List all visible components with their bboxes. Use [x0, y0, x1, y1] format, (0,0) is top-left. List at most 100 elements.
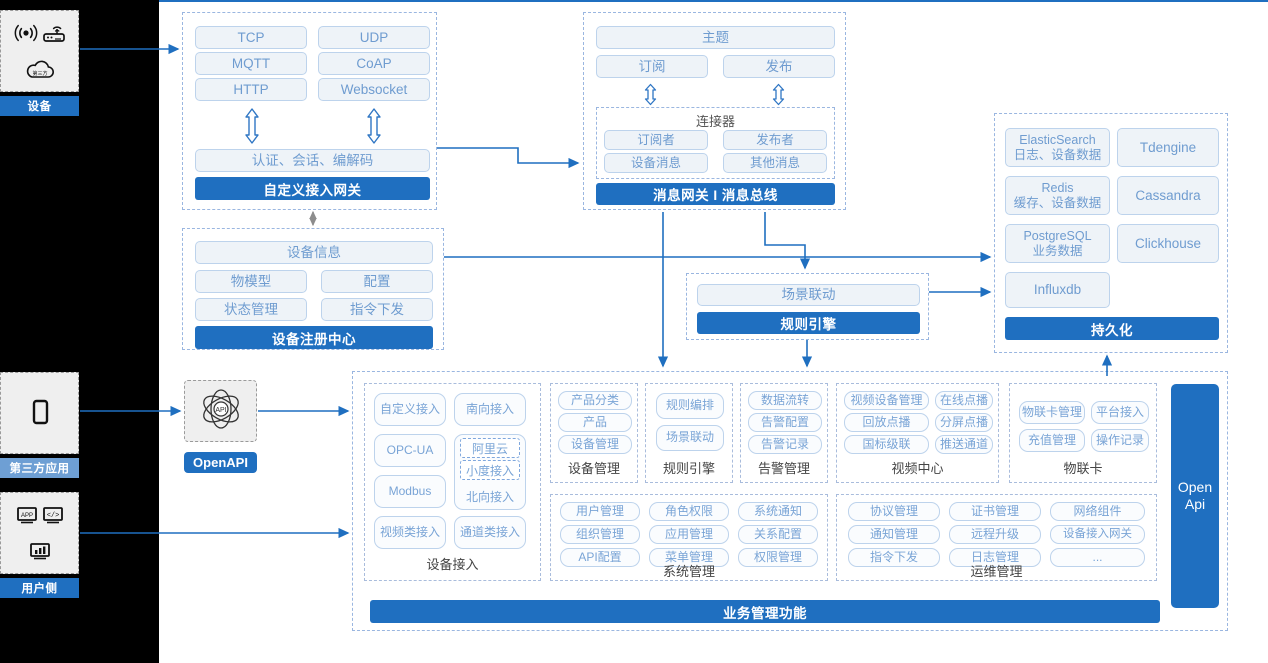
om-certificate-mgmt[interactable]: 证书管理	[949, 502, 1041, 521]
scene-linkage-pill[interactable]: 场景联动	[697, 284, 920, 306]
store-elasticsearch[interactable]: ElasticSearch 日志、设备数据	[1005, 128, 1110, 167]
business-management-bar[interactable]: 业务管理功能	[370, 600, 1160, 623]
store-desc: 缓存、设备数据	[1013, 195, 1102, 210]
rule-engine-bar[interactable]: 规则引擎	[697, 312, 920, 334]
access-opc-ua[interactable]: OPC-UA	[374, 434, 446, 467]
ic-card-management[interactable]: 物联卡管理	[1019, 401, 1085, 424]
rail-group-third-party: 第三方应用	[0, 372, 79, 478]
connector-other-msg[interactable]: 其他消息	[723, 153, 827, 173]
dm-product-category[interactable]: 产品分类	[558, 391, 632, 410]
openapi-icon-box: API	[184, 380, 257, 442]
access-channel[interactable]: 通道类接入	[454, 516, 526, 549]
router-icon	[41, 22, 67, 44]
vc-push-channel[interactable]: 推送通道	[935, 435, 993, 454]
openapi-vertical-line1: Open	[1177, 478, 1213, 495]
video-center-group: 视频设备管理 在线点播 回放点播 分屏点播 国标级联 推送通道 视频中心	[836, 383, 999, 483]
device-management-caption: 设备管理	[567, 461, 620, 476]
protocol-tcp[interactable]: TCP	[195, 26, 307, 49]
om-network-component[interactable]: 网络组件	[1050, 502, 1145, 521]
store-cassandra[interactable]: Cassandra	[1117, 176, 1219, 215]
store-postgresql[interactable]: PostgreSQL 业务数据	[1005, 224, 1110, 263]
device-access-group: 自定义接入 南向接入 OPC-UA 北向接入 阿里云 小度接入 Modbus 视…	[364, 383, 541, 581]
sm-relation-config[interactable]: 关系配置	[738, 525, 818, 544]
store-tdengine[interactable]: Tdengine	[1117, 128, 1219, 167]
rail-group-user-side: APP </> 用户侧	[0, 492, 79, 598]
dm-device-management[interactable]: 设备管理	[558, 435, 632, 454]
sm-system-notice[interactable]: 系统通知	[738, 502, 818, 521]
sm-menu-management[interactable]: 菜单管理	[649, 548, 729, 567]
device-info-pill[interactable]: 设备信息	[195, 241, 433, 264]
device-registry-bar[interactable]: 设备注册中心	[195, 326, 433, 349]
thing-model-pill[interactable]: 物模型	[195, 270, 307, 293]
vc-video-device-mgmt[interactable]: 视频设备管理	[844, 391, 929, 410]
om-device-access-gateway[interactable]: 设备接入网关	[1050, 525, 1145, 544]
topic-pill[interactable]: 主题	[596, 26, 835, 49]
protocol-coap[interactable]: CoAP	[318, 52, 430, 75]
state-management-pill[interactable]: 状态管理	[195, 298, 307, 321]
store-clickhouse[interactable]: Clickhouse	[1117, 224, 1219, 263]
custom-access-gateway-bar[interactable]: 自定义接入网关	[195, 177, 430, 200]
subscribe-pill[interactable]: 订阅	[596, 55, 708, 78]
ic-recharge-mgmt[interactable]: 充值管理	[1019, 429, 1085, 452]
om-more[interactable]: ...	[1050, 548, 1145, 567]
access-aliyun[interactable]: 阿里云	[460, 438, 520, 458]
vc-gb-cascade[interactable]: 国标级联	[844, 435, 929, 454]
vc-split-screen-vod[interactable]: 分屏点播	[935, 413, 993, 432]
config-pill[interactable]: 配置	[321, 270, 433, 293]
connector-device-msg[interactable]: 设备消息	[604, 153, 708, 173]
access-gateway-group: TCP UDP MQTT CoAP HTTP Websocket 认证、会话、编…	[182, 12, 437, 210]
dm-product[interactable]: 产品	[558, 413, 632, 432]
al-alarm-config[interactable]: 告警配置	[748, 413, 822, 432]
connector-publisher[interactable]: 发布者	[723, 130, 827, 150]
message-gateway-bar[interactable]: 消息网关 I 消息总线	[596, 183, 835, 205]
protocol-udp[interactable]: UDP	[318, 26, 430, 49]
vc-playback-vod[interactable]: 回放点播	[844, 413, 929, 432]
store-influxdb[interactable]: Influxdb	[1005, 272, 1110, 308]
svg-text:API: API	[215, 407, 226, 414]
access-custom[interactable]: 自定义接入	[374, 393, 446, 426]
auth-session-codec[interactable]: 认证、会话、编解码	[195, 149, 430, 172]
vc-online-vod[interactable]: 在线点播	[935, 391, 993, 410]
openapi-badge[interactable]: OpenAPI	[184, 452, 257, 473]
om-log-management[interactable]: 日志管理	[949, 548, 1041, 567]
openapi-vertical-bar[interactable]: Open Api	[1171, 384, 1219, 608]
command-dispatch-pill[interactable]: 指令下发	[321, 298, 433, 321]
om-remote-upgrade[interactable]: 远程升级	[949, 525, 1041, 544]
access-xiaodu[interactable]: 小度接入	[460, 460, 520, 480]
om-protocol-mgmt[interactable]: 协议管理	[848, 502, 940, 521]
store-desc: 日志、设备数据	[1013, 147, 1102, 162]
sm-api-config[interactable]: API配置	[560, 548, 640, 567]
re-rule-orchestration[interactable]: 规则编排	[656, 393, 724, 419]
rule-engine-col-group: 规则编排 场景联动 规则引擎	[645, 383, 733, 483]
access-modbus[interactable]: Modbus	[374, 475, 446, 508]
rail-label-device: 设备	[0, 96, 79, 116]
protocol-http[interactable]: HTTP	[195, 78, 307, 101]
rail-group-device: 第三方 设备	[0, 10, 79, 116]
re-scene-linkage[interactable]: 场景联动	[656, 425, 724, 451]
ic-operation-log[interactable]: 操作记录	[1091, 429, 1149, 452]
connector-subscriber[interactable]: 订阅者	[604, 130, 708, 150]
app-window-icon: APP	[15, 505, 39, 525]
sm-permission-mgmt[interactable]: 权限管理	[738, 548, 818, 567]
sm-app-management[interactable]: 应用管理	[649, 525, 729, 544]
om-notice-mgmt[interactable]: 通知管理	[848, 525, 940, 544]
al-data-transfer[interactable]: 数据流转	[748, 391, 822, 410]
protocol-websocket[interactable]: Websocket	[318, 78, 430, 101]
ic-platform-access[interactable]: 平台接入	[1091, 401, 1149, 424]
sm-role-permission[interactable]: 角色权限	[649, 502, 729, 521]
sm-org-management[interactable]: 组织管理	[560, 525, 640, 544]
access-southbound[interactable]: 南向接入	[454, 393, 526, 426]
user-side-icon-box: APP </>	[0, 492, 79, 574]
protocol-mqtt[interactable]: MQTT	[195, 52, 307, 75]
rail-label-third-party: 第三方应用	[0, 458, 79, 478]
publish-pill[interactable]: 发布	[723, 55, 835, 78]
system-management-group: 用户管理 角色权限 系统通知 组织管理 应用管理 关系配置 API配置 菜单管理…	[550, 494, 828, 581]
al-alarm-record[interactable]: 告警记录	[748, 435, 822, 454]
om-command-dispatch[interactable]: 指令下发	[848, 548, 940, 567]
updown-arrow-icon-right	[365, 107, 383, 150]
sm-user-management[interactable]: 用户管理	[560, 502, 640, 521]
device-access-caption: 设备接入	[426, 557, 479, 572]
persistence-bar[interactable]: 持久化	[1005, 317, 1219, 340]
store-redis[interactable]: Redis 缓存、设备数据	[1005, 176, 1110, 215]
access-video[interactable]: 视频类接入	[374, 516, 446, 549]
